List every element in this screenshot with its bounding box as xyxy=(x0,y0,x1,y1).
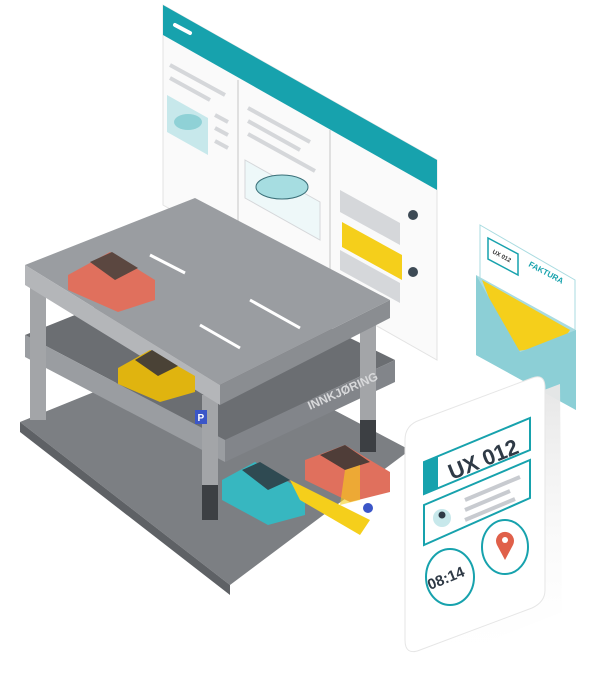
user-avatar-icon xyxy=(408,210,418,220)
user-avatar-icon xyxy=(408,267,418,277)
arrow-to-phone xyxy=(314,538,391,582)
parking-sign xyxy=(195,410,207,424)
chat-bubble xyxy=(340,190,400,245)
car-coral-top xyxy=(68,252,155,312)
invoice-envelope: UX 012 FAKTURA xyxy=(476,224,576,470)
time-circle xyxy=(425,548,475,606)
car-yellow xyxy=(118,350,195,402)
camera-beam xyxy=(340,465,360,505)
phone-card: UX 012 08:14 xyxy=(404,376,562,672)
menu-icon xyxy=(173,23,192,35)
parking-garage: INNKJØRING P xyxy=(20,198,410,595)
chat-bubble xyxy=(340,250,400,303)
car-teal xyxy=(222,462,305,525)
entry-barrier xyxy=(290,480,370,535)
chat-bubble-highlight xyxy=(342,222,402,280)
parking-sign-label: P xyxy=(198,413,205,424)
invoice-plate xyxy=(487,236,519,277)
user-info-box xyxy=(423,458,531,547)
ticket-machine-icon xyxy=(363,503,373,513)
web-app-window xyxy=(162,4,438,361)
location-pin-icon xyxy=(496,531,514,560)
window-header-bar xyxy=(163,5,437,190)
